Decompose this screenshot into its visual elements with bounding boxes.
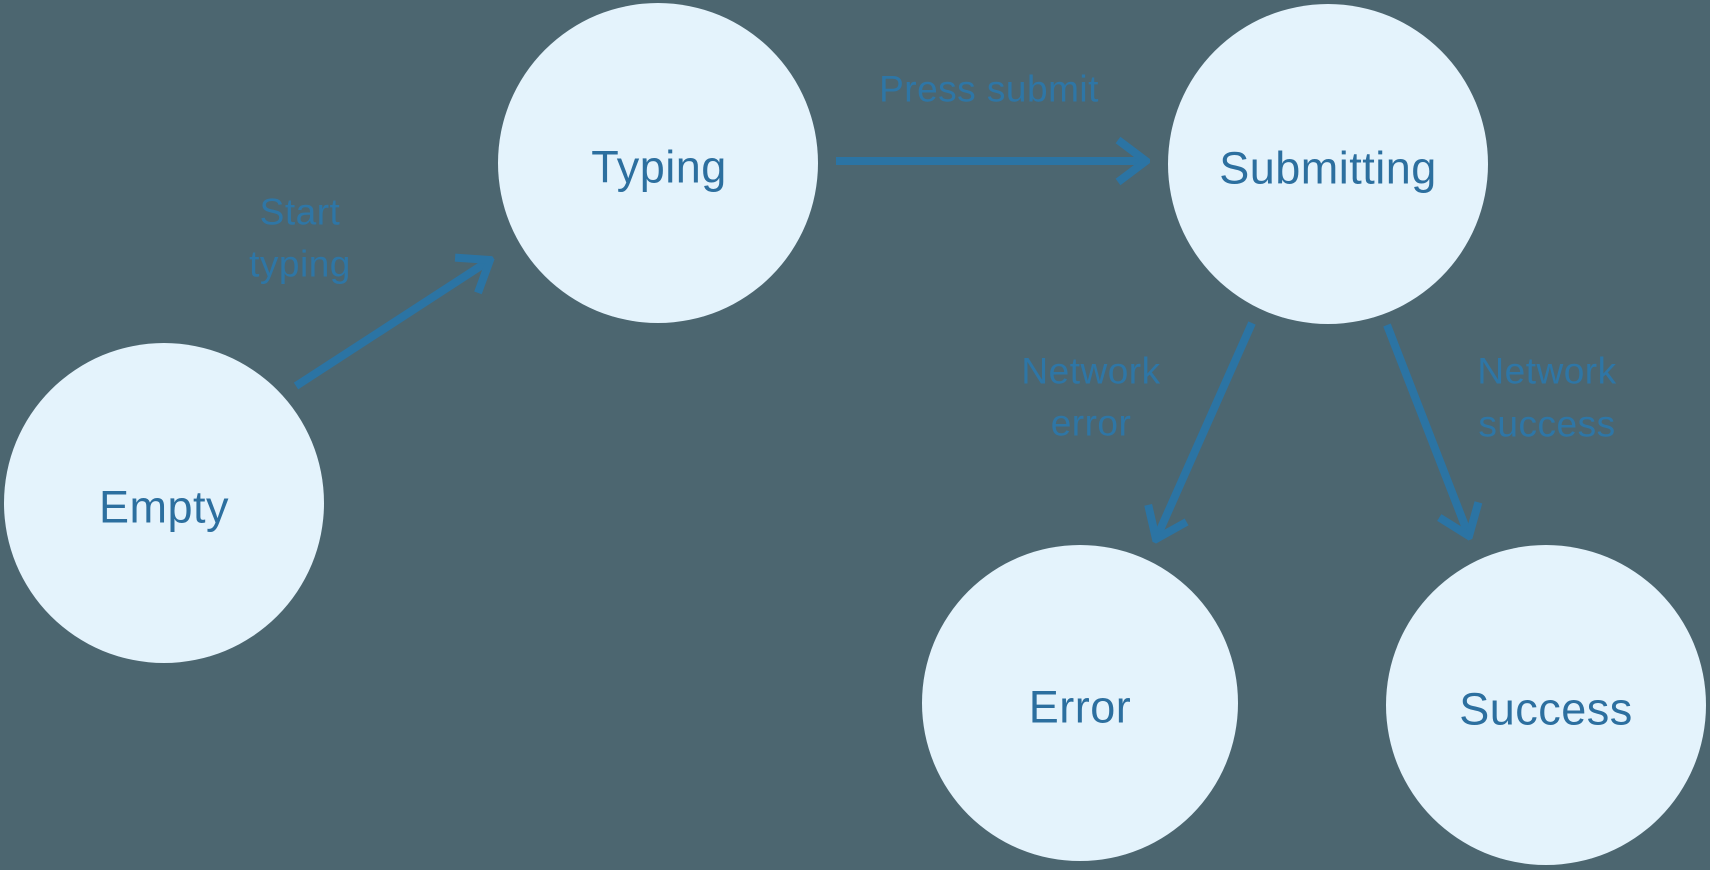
- state-label-submitting: Submitting: [1219, 143, 1437, 194]
- transition-arrow-network-error: [1156, 321, 1256, 539]
- transition-label-line: Network: [1477, 351, 1616, 392]
- transition-label-network-success: Network success: [1477, 351, 1616, 445]
- transition-label-line: Start: [260, 192, 341, 233]
- state-circle-empty: [4, 343, 324, 663]
- state-circle-success: [1386, 545, 1706, 865]
- state-node-success: Success: [1386, 545, 1706, 865]
- state-label-typing: Typing: [591, 142, 727, 193]
- transition-label-start-typing: Start typing: [249, 192, 351, 285]
- transition-label-line: success: [1478, 404, 1615, 445]
- state-label-empty: Empty: [99, 482, 229, 533]
- state-node-submitting: Submitting: [1168, 4, 1488, 324]
- transition-label-line: error: [1051, 403, 1132, 444]
- state-node-error: Error: [922, 545, 1238, 861]
- transition-label-line: typing: [249, 244, 351, 285]
- transition-arrow-network-success: [1383, 323, 1469, 536]
- state-node-empty: Empty: [4, 343, 324, 663]
- transition-label-line: Press submit: [879, 69, 1099, 110]
- transition-label-line: Network: [1021, 351, 1160, 392]
- state-circle-error: [922, 545, 1238, 861]
- transition-arrow-start-typing: [293, 260, 490, 390]
- state-label-success: Success: [1459, 684, 1633, 735]
- state-node-typing: Typing: [498, 3, 818, 323]
- state-label-error: Error: [1029, 682, 1132, 733]
- transition-label-network-error: Network error: [1021, 351, 1160, 444]
- state-circle-submitting: [1168, 4, 1488, 324]
- state-circle-typing: [498, 3, 818, 323]
- transition-label-press-submit: Press submit: [879, 69, 1099, 110]
